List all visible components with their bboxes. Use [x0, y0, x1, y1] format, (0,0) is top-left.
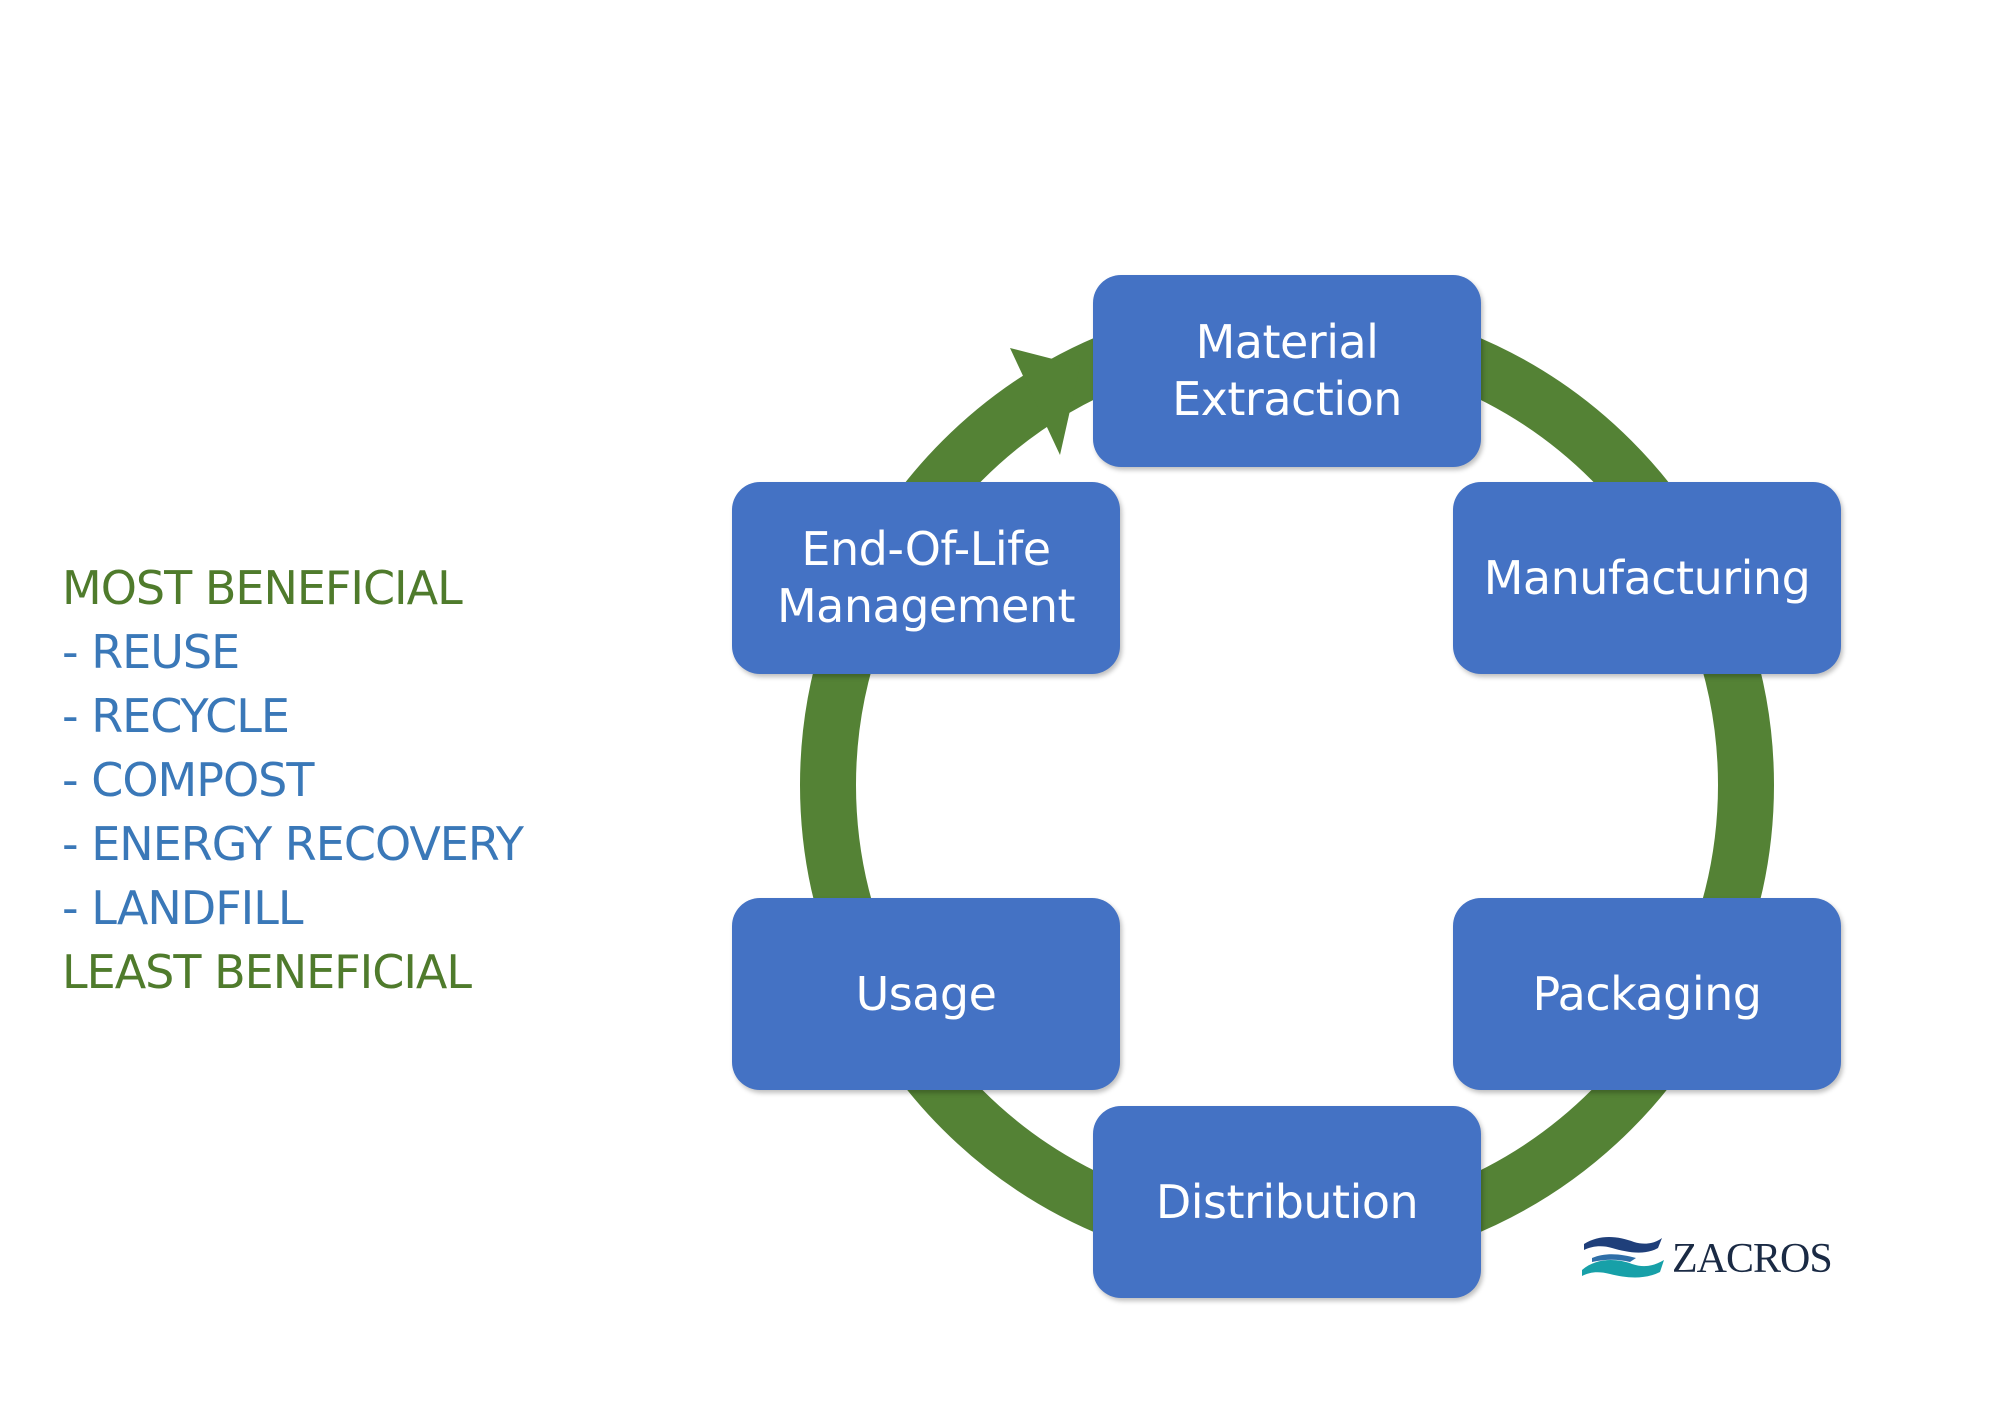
stage-manufacturing: Manufacturing [1453, 482, 1841, 674]
lifecycle-arrowhead [1010, 348, 1080, 455]
stage-distribution-label: Distribution [1155, 1174, 1419, 1229]
zacros-logo-text: ZACROS [1672, 1236, 1833, 1282]
stage-packaging: Packaging [1453, 898, 1841, 1090]
hierarchy-item-reuse: - REUSE [62, 625, 240, 679]
hierarchy-item-energy-recovery: - ENERGY RECOVERY [62, 817, 524, 871]
stage-usage-label: Usage [855, 966, 997, 1021]
least-beneficial-label: LEAST BENEFICIAL [62, 945, 472, 999]
most-beneficial-label: MOST BENEFICIAL [62, 561, 463, 615]
stage-distribution: Distribution [1093, 1106, 1481, 1298]
hierarchy-item-recycle: - RECYCLE [62, 689, 290, 743]
waste-hierarchy-list: MOST BENEFICIAL - REUSE - RECYCLE - COMP… [62, 556, 524, 1004]
stage-end-of-life-label: End-Of-Life Management [776, 522, 1076, 633]
zacros-wave-icon [1582, 1237, 1664, 1278]
stage-material-extraction-label: Material Extraction [1172, 315, 1402, 426]
hierarchy-item-compost: - COMPOST [62, 753, 314, 807]
stage-manufacturing-label: Manufacturing [1483, 550, 1811, 605]
stage-end-of-life-management: End-Of-Life Management [732, 482, 1120, 674]
stage-usage: Usage [732, 898, 1120, 1090]
stage-material-extraction: Material Extraction [1093, 275, 1481, 467]
stage-packaging-label: Packaging [1532, 966, 1762, 1021]
zacros-logo: ZACROS [1578, 1232, 1840, 1286]
hierarchy-item-landfill: - LANDFILL [62, 881, 303, 935]
